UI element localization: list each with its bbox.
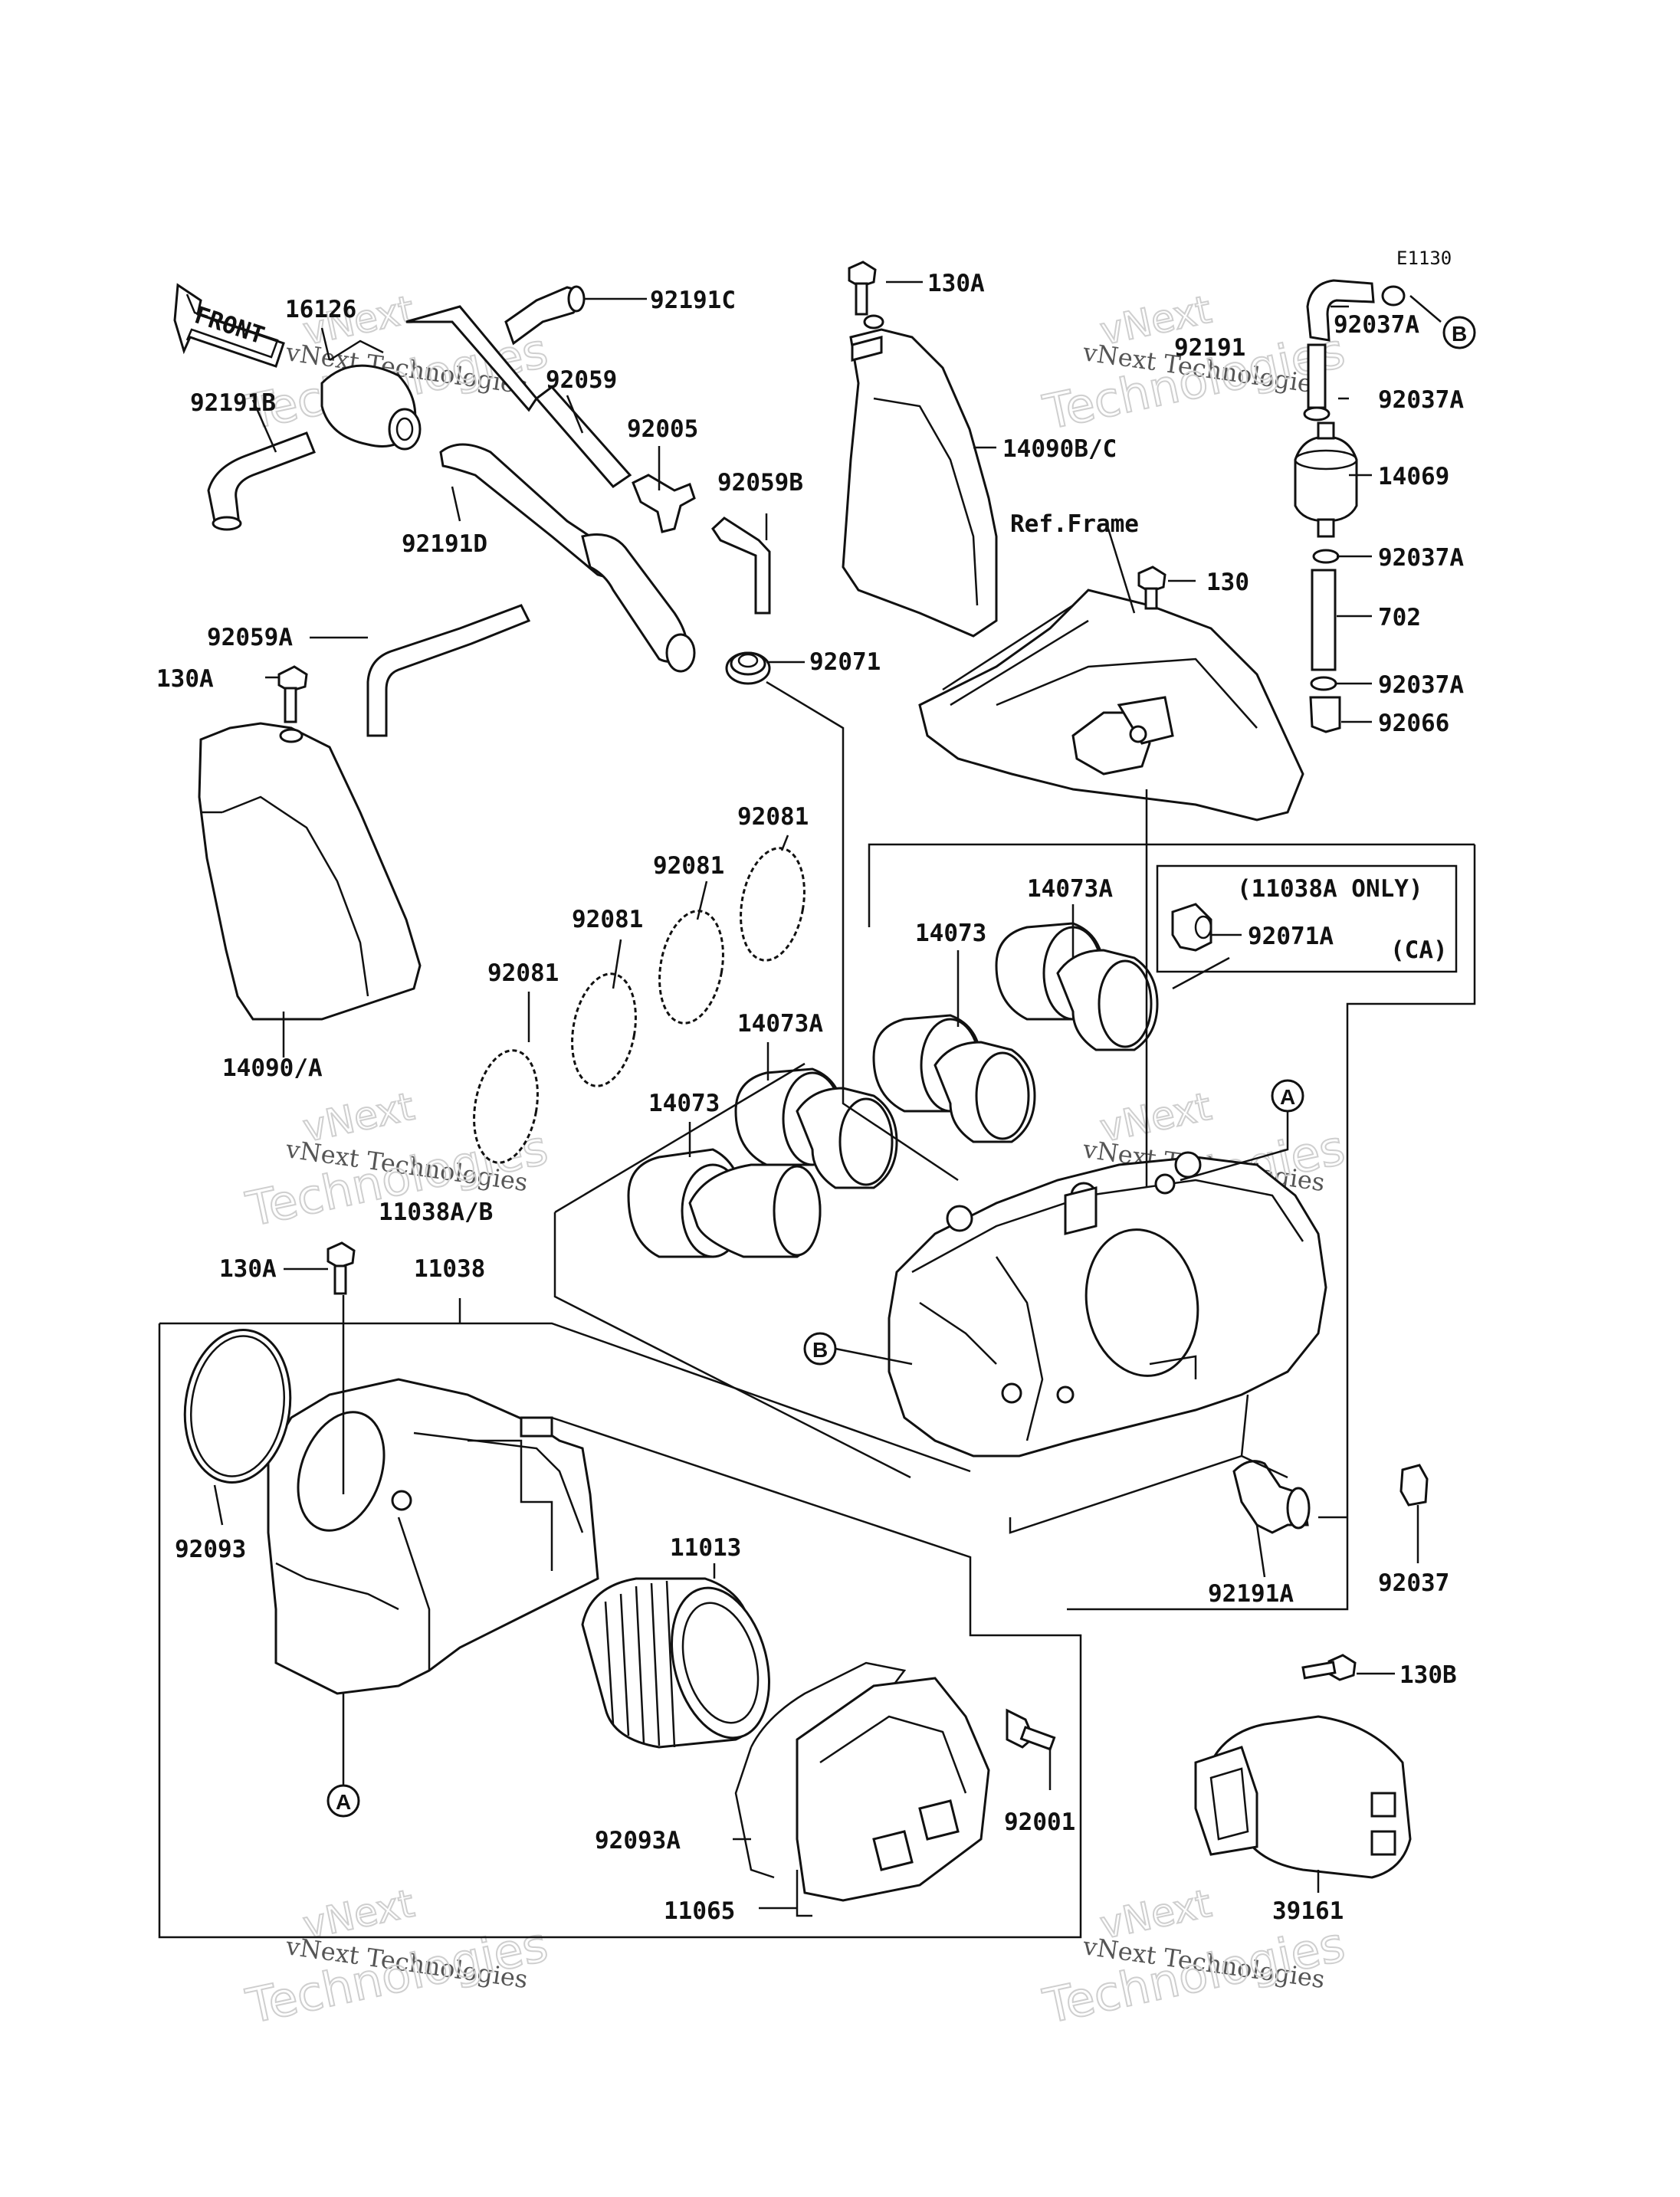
label-11013: 11013 [670,1534,741,1562]
label-92071: 92071 [809,648,881,676]
filter-11013 [581,1577,770,1749]
label-92066: 92066 [1378,710,1449,737]
label-92093: 92093 [175,1536,246,1563]
label-14069: 14069 [1378,463,1449,490]
label-130: 130 [1206,569,1249,596]
label-11065: 11065 [664,1897,735,1925]
diagram-code: E1130 [1396,248,1452,269]
label-130b: 130B [1399,1661,1457,1689]
label-92191c: 92191C [650,287,736,314]
duct-39161 [1194,1654,1412,1879]
label-702: 702 [1378,604,1421,631]
label-92037: 92037 [1378,1569,1449,1597]
callout-b-left: B [803,1332,837,1366]
label-11038a-only: (11038A ONLY) [1237,875,1423,903]
label-92059b: 92059B [717,469,803,497]
label-14073a-1: 14073A [1027,875,1113,903]
boots-14073 [627,922,1159,1258]
label-92081-3: 92081 [653,852,724,880]
label-92037a-2: 92037A [1378,386,1464,414]
part-labels: 16126 92191C 92191B 92059 92005 92059B 9… [156,270,1464,1925]
label-ref-frame: Ref.Frame [1010,510,1139,538]
grommet-92071a [1171,903,1212,952]
housing-11038ab [888,1151,1327,1458]
label-92071a: 92071A [1248,923,1334,950]
label-11038ab: 11038A/B [379,1199,493,1226]
svg-text:A: A [336,1790,351,1814]
label-14073-2: 14073 [648,1090,720,1117]
label-92081-1: 92081 [487,959,559,987]
label-92037a-1: 92037A [1334,311,1419,339]
label-92037a-3: 92037A [1378,544,1464,572]
springs-92081 [473,847,806,1164]
label-14090a: 14090/A [222,1054,323,1082]
housing-11038 [183,1241,599,1695]
label-92191d: 92191D [402,530,487,558]
label-92059: 92059 [546,366,617,394]
label-39161: 39161 [1272,1897,1344,1925]
callout-b-top: B [1442,316,1476,349]
label-92005: 92005 [627,415,698,443]
svg-text:B: B [1452,322,1467,346]
label-130a-mid: 130A [219,1255,277,1283]
hose-group-right [1294,279,1406,733]
label-92081-2: 92081 [572,906,643,933]
leader-lines [158,680,1476,1939]
label-92191: 92191 [1174,334,1245,362]
callout-a-right: A [1271,1079,1304,1113]
svg-text:A: A [1280,1085,1295,1109]
label-92191a: 92191A [1208,1580,1294,1608]
label-14073a-2: 14073A [737,1010,823,1038]
label-14073-1: 14073 [915,920,986,947]
cover-14090bc [842,261,998,638]
cover-14090a [198,665,422,1021]
cover-11065 [734,1661,1056,1917]
hose-group-top-left [207,285,771,737]
label-ca: (CA) [1390,936,1448,964]
label-130a-top: 130A [927,270,985,297]
label-130a-left: 130A [156,665,214,693]
callout-a-bottom: A [326,1784,360,1818]
label-92001: 92001 [1004,1808,1075,1836]
label-16126: 16126 [285,296,356,323]
ref-frame [918,566,1304,821]
elbow-92191a [1232,1460,1429,1534]
label-92191b: 92191B [190,389,276,417]
label-92059a: 92059A [207,624,293,651]
label-92037a-4: 92037A [1378,671,1464,699]
part-leaders [213,280,1442,1910]
label-11038: 11038 [414,1255,485,1283]
label-14090bc: 14090B/C [1002,435,1117,463]
label-92081-4: 92081 [737,803,809,831]
label-92093a: 92093A [595,1827,681,1854]
svg-text:B: B [812,1338,828,1362]
